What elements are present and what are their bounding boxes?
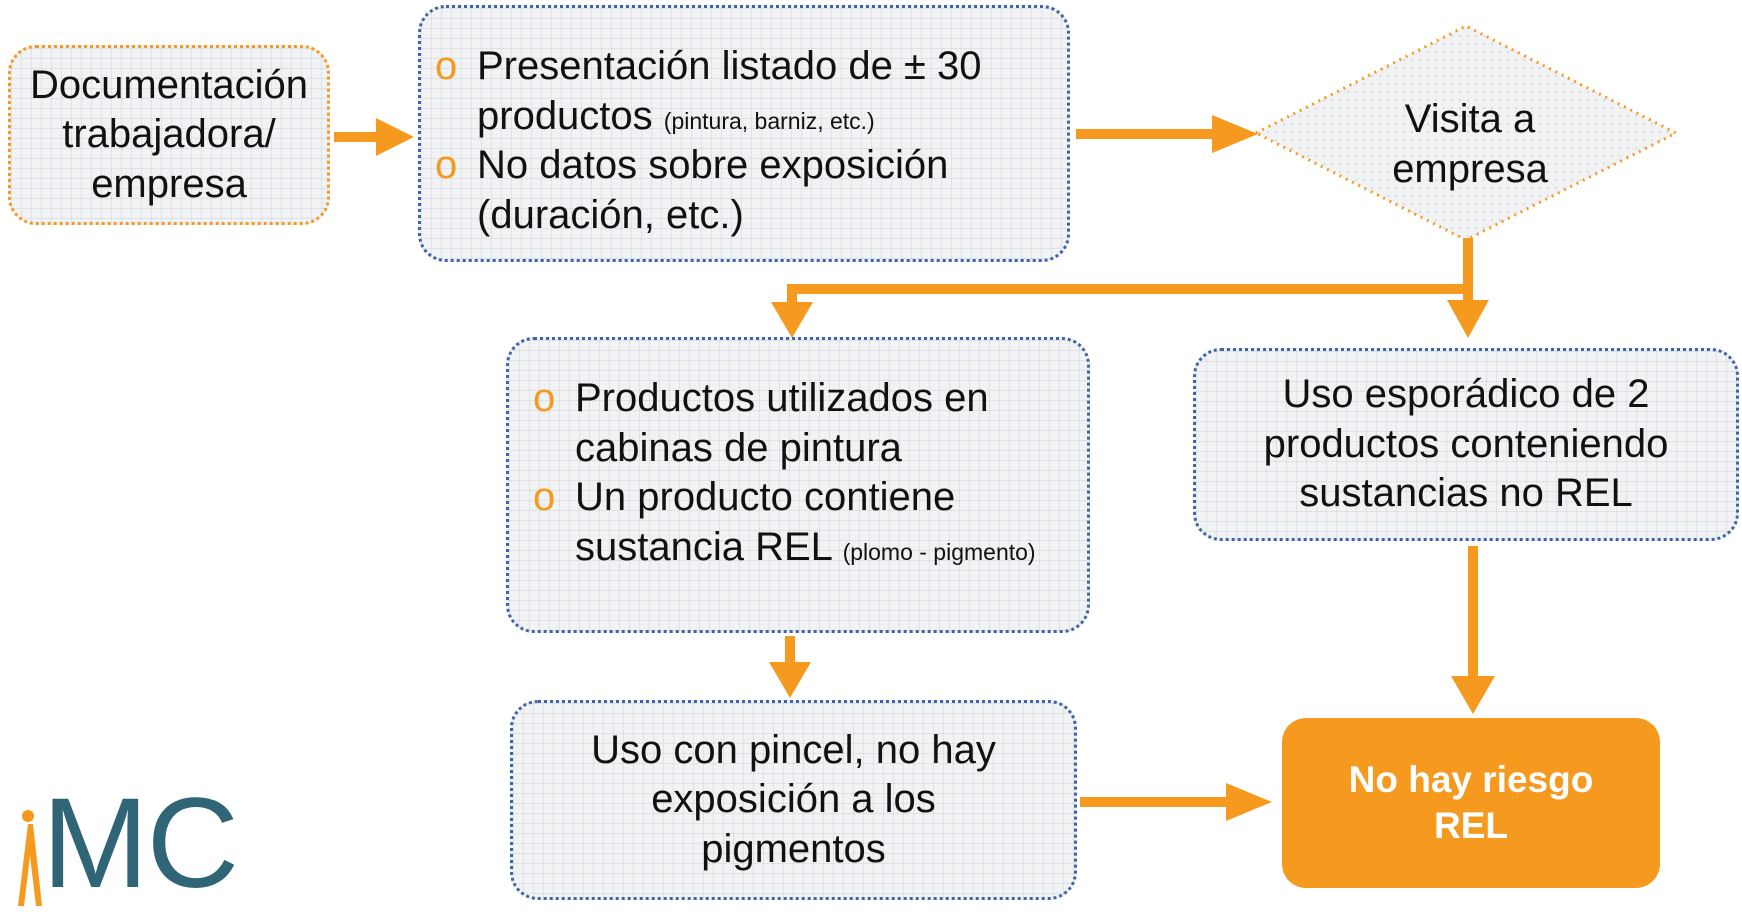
logo-figure-icon [18,810,42,906]
documentation-line: trabajadora/ [62,112,276,157]
brush-use-text: Uso con pincel, no hay exposición a los … [591,726,996,875]
arrow-brush-to-result [1080,783,1272,821]
arrow-sporadic-to-result [1451,546,1495,714]
bullet-icon: o [435,143,458,188]
sporadic-use-text: Uso esporádico de 2 productos conteniend… [1264,370,1669,519]
documentation-line: Documentación [30,62,308,107]
result-text: No hay riesgo REL [1349,757,1594,849]
brush-line: exposición a los [651,777,936,822]
documentation-line: empresa [91,161,247,206]
sporadic-line: productos conteniendo [1263,421,1669,466]
visit-line: Visita a [1404,97,1536,141]
visit-line: empresa [1392,146,1548,191]
bullet-icon: o [435,44,458,88]
list-item: o Presentación listado de ± 30 productos… [435,42,1047,141]
arrow-presentation-to-visit [1076,115,1258,153]
logo-text: MC [42,772,239,915]
sporadic-line: sustancias no REL [1299,471,1633,516]
result-box: No hay riesgo REL [1282,718,1660,888]
presentation-box: o Presentación listado de ± 30 productos… [418,5,1070,262]
list-item: o Un producto contiene sustancia REL (pl… [533,473,1063,572]
documentation-text: Documentación trabajadora/ empresa [30,61,308,210]
brush-line: pigmentos [701,826,886,871]
item-main-text: Un producto contiene sustancia REL [575,475,956,569]
brush-line: Uso con pincel, no hay [591,727,996,772]
arrow-doc-to-presentation [334,118,414,156]
result-line: REL [1434,805,1508,846]
item-note: (plomo - pigmento) [842,538,1036,565]
list-item: o Productos utilizados en cabinas de pin… [533,374,1063,473]
item-main-text: No datos sobre exposición (duración, etc… [477,143,949,237]
sporadic-line: Uso esporádico de 2 [1282,372,1650,417]
result-line: No hay riesgo [1348,759,1594,801]
item-main-text: Productos utilizados en cabinas de pintu… [575,376,989,470]
logo: MC [0,780,290,908]
item-main-text: Presentación listado de ± 30 productos [477,44,982,138]
sporadic-use-box: Uso esporádico de 2 productos conteniend… [1193,348,1739,541]
list-item: o No datos sobre exposición (duración, e… [435,141,1047,240]
arrow-products-to-brush [769,636,811,698]
visit-label: Visita a empresa [1350,95,1590,194]
item-note: (pintura, barniz, etc.) [663,107,875,134]
bullet-icon: o [533,376,556,420]
presentation-list: o Presentación listado de ± 30 productos… [435,42,1047,240]
bullet-icon: o [533,475,556,520]
brush-use-box: Uso con pincel, no hay exposición a los … [510,700,1077,900]
products-used-list: o Productos utilizados en cabinas de pin… [533,374,1063,572]
documentation-box: Documentación trabajadora/ empresa [8,45,330,225]
products-used-box: o Productos utilizados en cabinas de pin… [506,337,1090,633]
